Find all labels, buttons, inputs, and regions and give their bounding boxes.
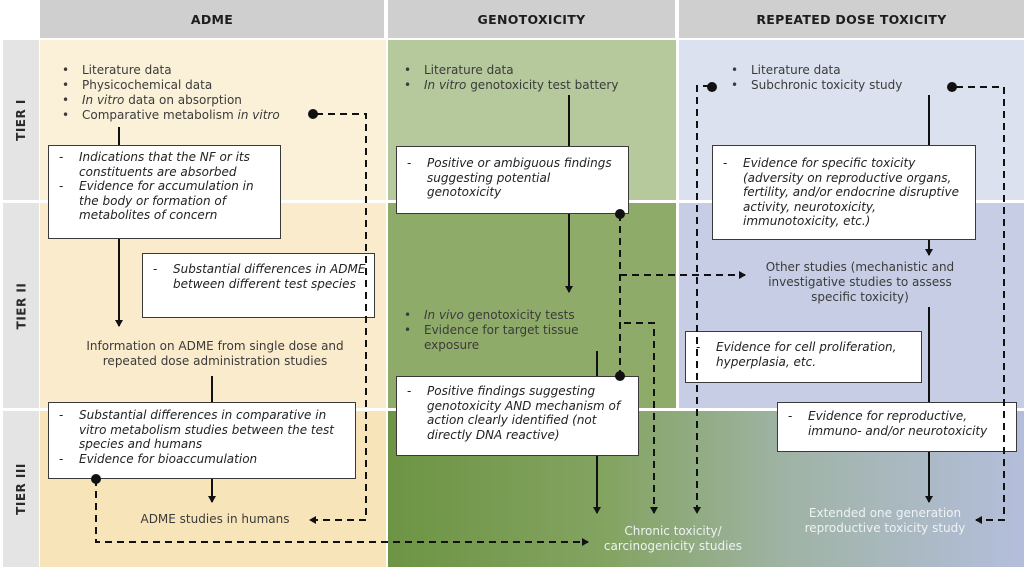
adme-box-species-differences: Substantial differences in ADME between …: [142, 253, 375, 318]
adme-box-absorption-evidence: Indications that the NF or its constitue…: [48, 145, 281, 239]
list-item: Literature data: [60, 63, 280, 78]
list-item: Subchronic toxicity study: [729, 78, 902, 93]
rdt-box-cell-proliferation: Evidence for cell proliferation, hyperpl…: [685, 331, 922, 383]
list-item: Literature data: [402, 63, 618, 78]
box-item: Evidence for specific toxicity (adversit…: [721, 156, 967, 229]
column-header-repeated-dose-label: REPEATED DOSE TOXICITY: [756, 11, 947, 27]
list-item: In vivo genotoxicity tests: [402, 308, 632, 323]
geno-box-mechanism-identified: Positive findings suggesting genotoxicit…: [396, 376, 639, 456]
rdt-box-reproductive-evidence: Evidence for reproductive, immuno- and/o…: [777, 402, 1017, 452]
tier-2-text: TIER II: [14, 282, 29, 329]
tier-3-label: TIER III: [3, 411, 39, 567]
list-item: In vitro genotoxicity test battery: [402, 78, 618, 93]
column-header-repeated-dose: REPEATED DOSE TOXICITY: [679, 0, 1024, 38]
geno-tier1-list: Literature data In vitro genotoxicity te…: [402, 63, 618, 93]
adme-info-text: Information on ADME from single dose and…: [86, 339, 344, 368]
geno-tier2-list: In vivo genotoxicity tests Evidence for …: [402, 308, 632, 353]
rdt-box-specific-toxicity: Evidence for specific toxicity (adversit…: [712, 145, 976, 240]
rdt-tier1-list: Literature data Subchronic toxicity stud…: [729, 63, 902, 93]
box-item: Evidence for accumulation in the body or…: [57, 179, 272, 223]
adme-tier1-list: Literature data Physicochemical data In …: [60, 63, 280, 123]
column-header-genotoxicity: GENOTOXICITY: [388, 0, 675, 38]
list-item: In vitro data on absorption: [60, 93, 280, 108]
column-header-adme: ADME: [40, 0, 384, 38]
box-item: Evidence for bioaccumulation: [57, 452, 347, 467]
box-item: Indications that the NF or its constitue…: [57, 150, 272, 179]
box-item: Positive findings suggesting genotoxicit…: [405, 384, 630, 442]
tier-3-text: TIER III: [14, 463, 29, 515]
list-item: Physicochemical data: [60, 78, 280, 93]
box-item: Evidence for reproductive, immuno- and/o…: [786, 409, 1008, 438]
column-header-adme-label: ADME: [190, 11, 234, 27]
list-item: Evidence for target tissue exposure: [402, 323, 632, 353]
box-item: Evidence for cell proliferation, hyperpl…: [694, 340, 913, 369]
box-item: Positive or ambiguous findings suggestin…: [405, 156, 620, 200]
box-item: Substantial differences in ADME between …: [151, 262, 366, 291]
rdt-final-study: Extended one generation reproductive tox…: [804, 506, 966, 535]
tier-1-text: TIER I: [14, 99, 29, 141]
column-header-genotoxicity-label: GENOTOXICITY: [477, 11, 586, 27]
adme-final-studies: ADME studies in humans: [140, 512, 290, 526]
geno-box-positive-findings: Positive or ambiguous findings suggestin…: [396, 146, 629, 214]
adme-box-metabolism-differences: Substantial differences in comparative i…: [48, 402, 356, 479]
tier-2-label: TIER II: [3, 203, 39, 408]
rdt-other-studies: Other studies (mechanistic and investiga…: [765, 260, 955, 304]
geno-final-studies: Chronic toxicity/ carcinogenicity studie…: [603, 524, 743, 553]
list-item: Comparative metabolism in vitro: [60, 108, 280, 123]
box-item: Substantial differences in comparative i…: [57, 408, 347, 452]
list-item: Literature data: [729, 63, 902, 78]
tier-1-label: TIER I: [3, 40, 39, 200]
